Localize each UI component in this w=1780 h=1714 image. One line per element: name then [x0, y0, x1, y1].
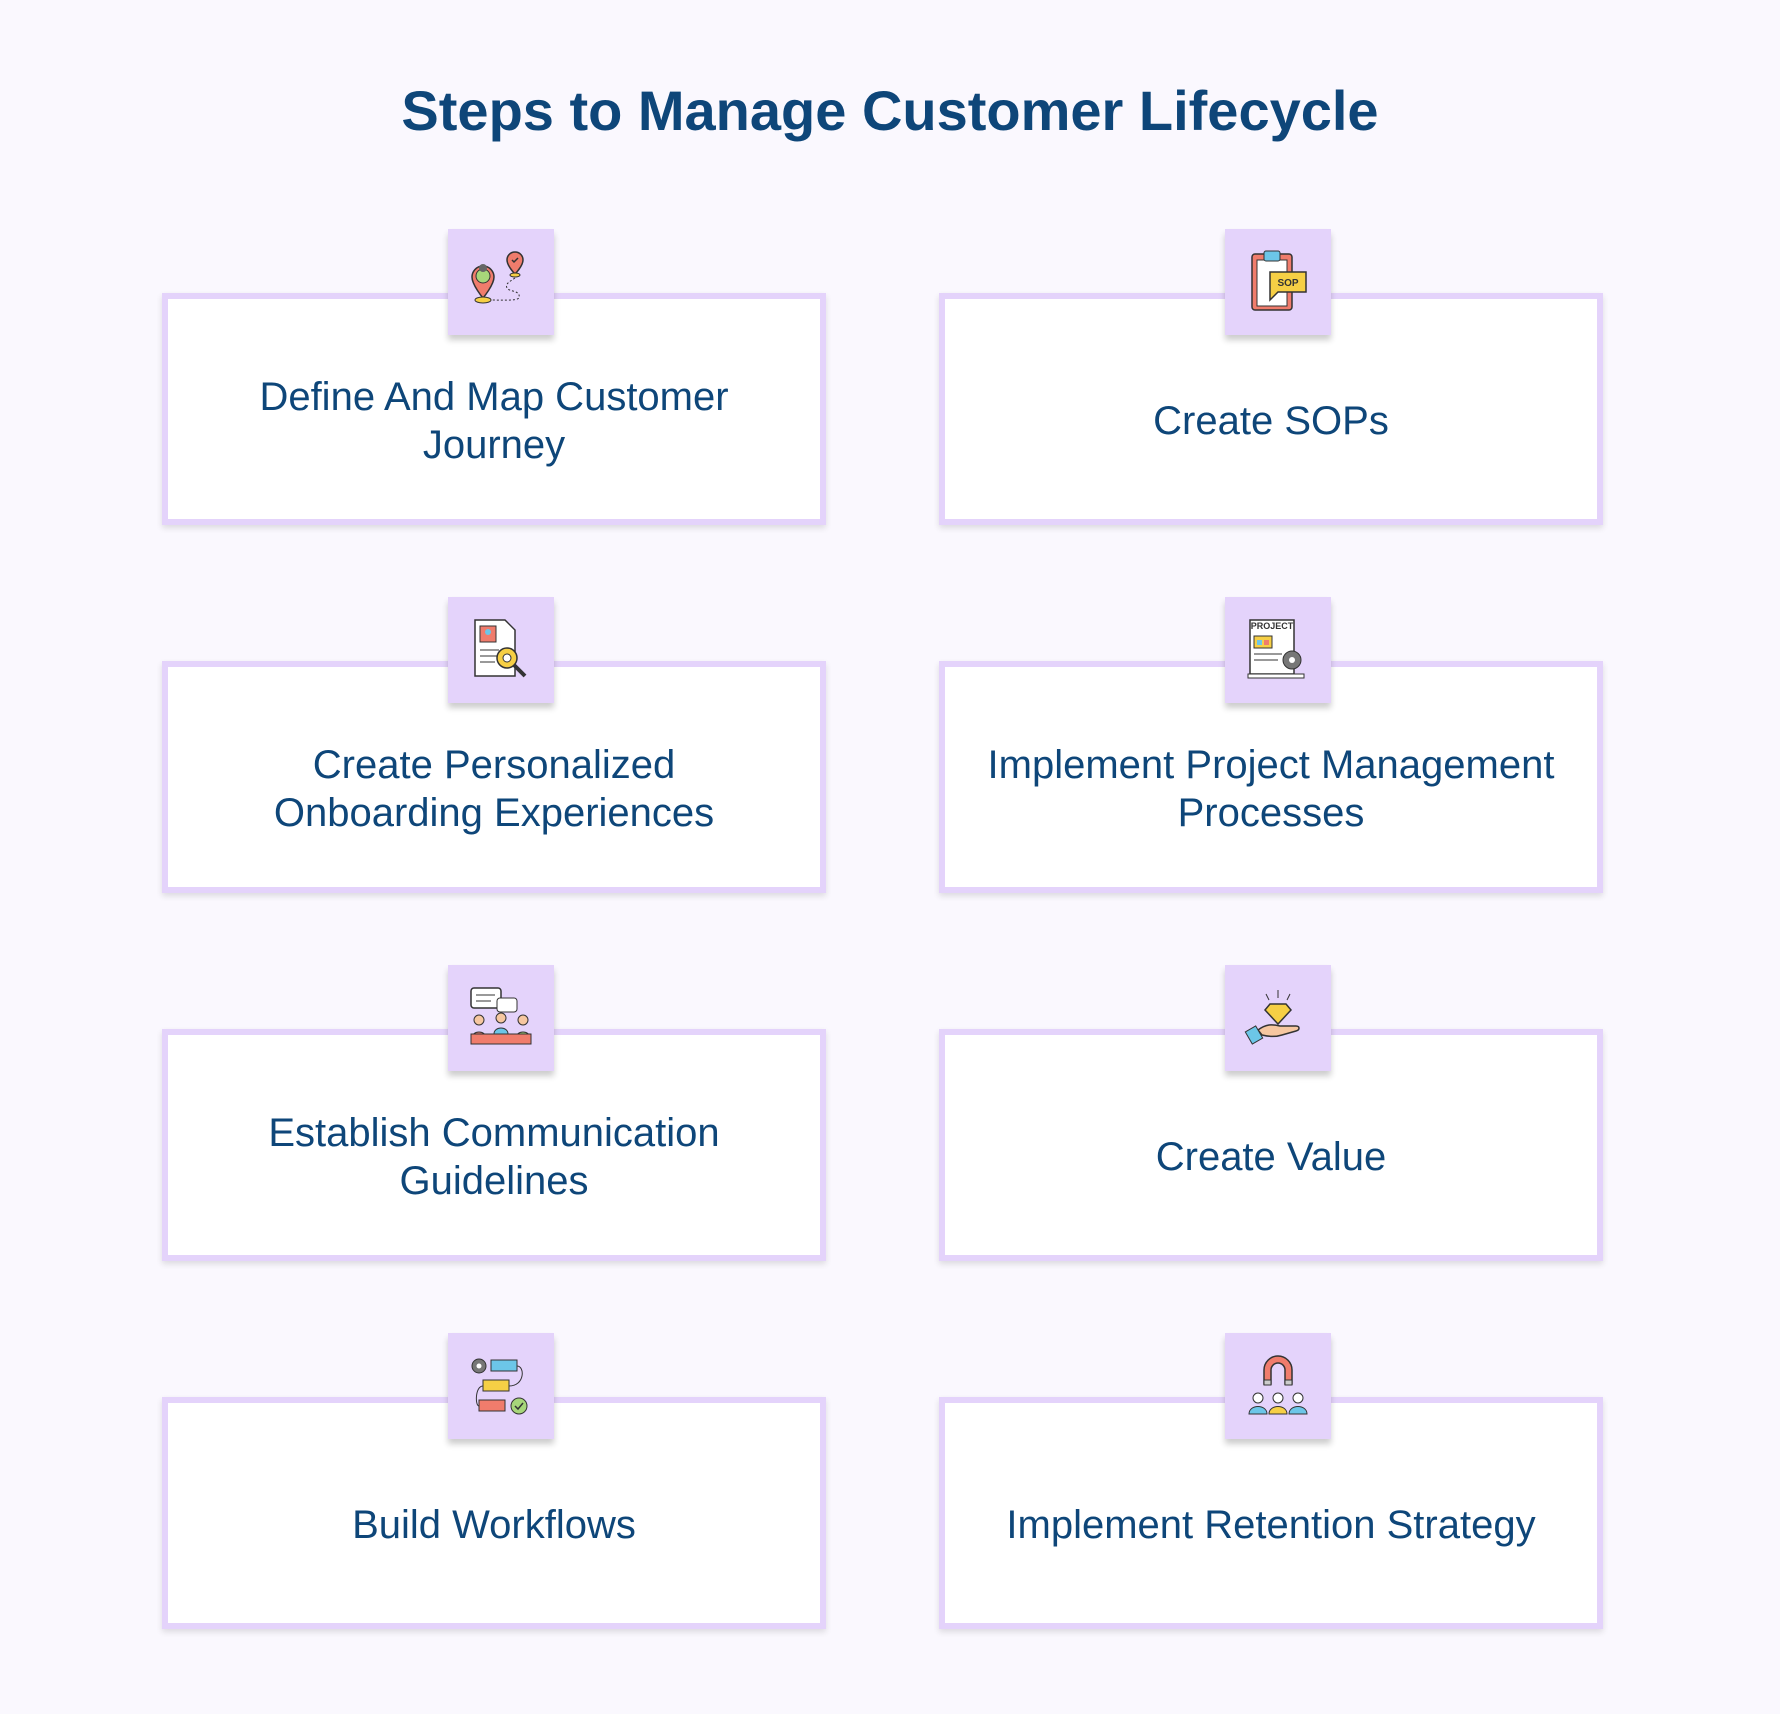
sop-icon-text: SOP [1277, 278, 1298, 289]
step-label: Create Personalized Onboarding Experienc… [273, 743, 715, 835]
step-card-retention-strategy: Implement Retention Strategy [939, 1397, 1603, 1629]
step-label: Implement Project Management Processes [987, 743, 1555, 835]
sop-clipboard-icon: SOP [1225, 229, 1331, 335]
step-label: Establish Communication Guidelines [268, 1111, 720, 1203]
project-document-icon: PROJECT [1225, 597, 1331, 703]
step-label: Create SOPs [1153, 399, 1389, 443]
project-icon-text: PROJECT [1251, 621, 1294, 631]
step-label: Create Value [1155, 1135, 1387, 1179]
step-label: Build Workflows [352, 1503, 636, 1547]
magnet-customers-icon [1225, 1333, 1331, 1439]
step-label: Implement Retention Strategy [1006, 1503, 1536, 1547]
step-label: Define And Map Customer Journey [259, 375, 729, 467]
hand-diamond-icon [1225, 965, 1331, 1071]
page-title: Steps to Manage Customer Lifecycle [401, 79, 1379, 142]
map-pin-journey-icon [448, 229, 554, 335]
workflow-icon [448, 1333, 554, 1439]
team-chat-icon [448, 965, 554, 1071]
profile-search-icon [448, 597, 554, 703]
